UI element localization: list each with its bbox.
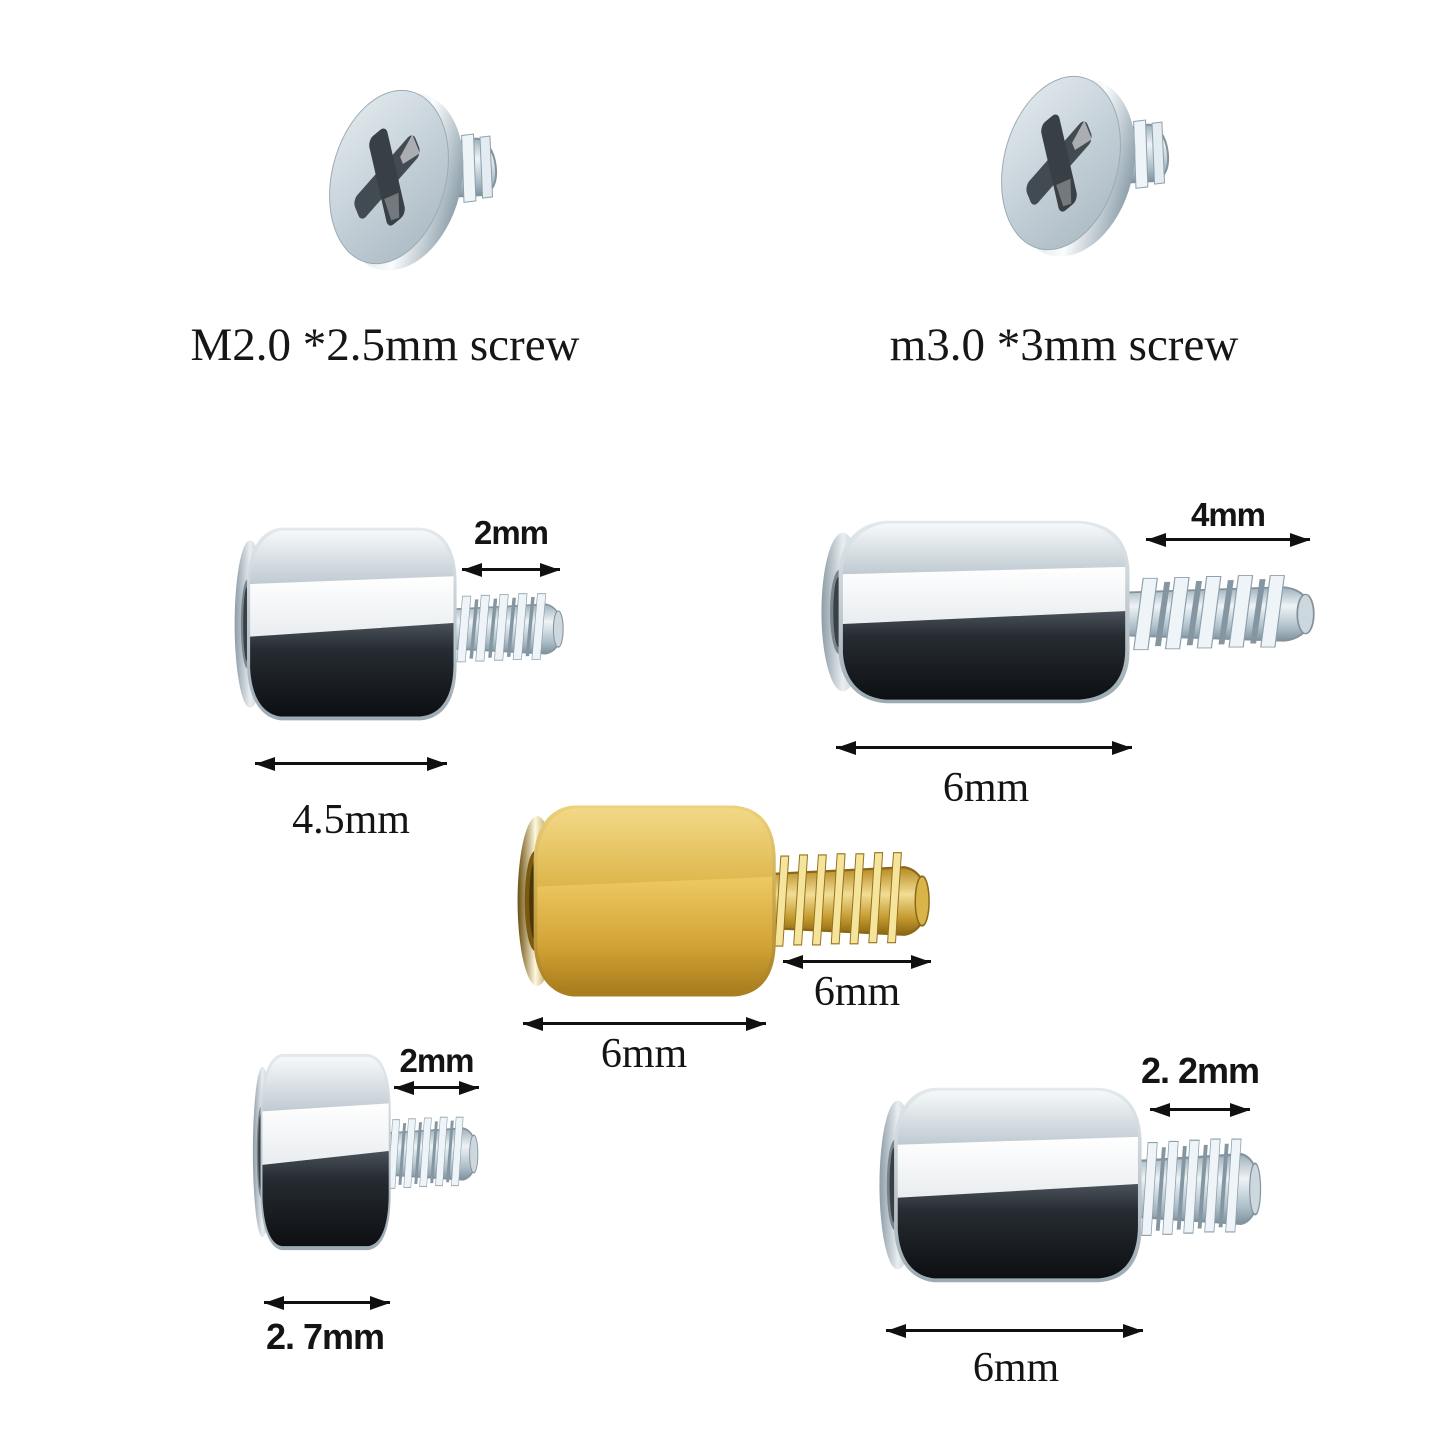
standoff-brass-thread-arrow — [783, 954, 931, 969]
standoff-top-right-body-arrow — [836, 740, 1132, 755]
standoff-top-left-thread-photo — [450, 592, 564, 663]
standoff-top-left-thread-arrow — [462, 562, 560, 577]
standoff-top-right-thread-label: 4mm — [1190, 496, 1266, 533]
standoff-bottom-right-thread-arrow — [1150, 1102, 1250, 1117]
standoff-top-right-thread-arrow — [1146, 532, 1310, 547]
standoff-top-left-body-label: 4.5mm — [292, 797, 410, 843]
m3-screw-label: m3.0 *3mm screw — [889, 319, 1239, 371]
standoff-bottom-right-body-label: 6mm — [972, 1345, 1060, 1391]
standoff-brass-body-photo — [517, 805, 776, 997]
standoff-top-right-body-label: 6mm — [942, 765, 1030, 811]
standoff-top-left-body-arrow — [255, 756, 447, 771]
m3-screw-photo — [990, 66, 1173, 262]
standoff-bottom-right-thread-label: 2. 2mm — [1140, 1050, 1260, 1091]
standoff-bottom-left-body-label: 2. 7mm — [265, 1316, 385, 1357]
standoff-brass-thread-photo — [768, 851, 931, 948]
standoff-top-right-body-photo — [821, 520, 1130, 704]
standoff-top-left-thread-label: 2mm — [473, 514, 549, 551]
standoff-bottom-left-body-photo — [252, 1053, 391, 1251]
standoff-bottom-left-thread-label: 2mm — [399, 1042, 474, 1079]
m2-screw-photo — [318, 80, 501, 276]
m2-screw-label: M2.0 *2.5mm screw — [190, 319, 580, 371]
standoff-top-right-thread-photo — [1123, 574, 1315, 651]
standoff-bottom-left-thread-photo — [382, 1116, 479, 1190]
standoff-top-left-body-photo — [234, 527, 457, 721]
standoff-bottom-right-thread-photo — [1134, 1137, 1262, 1237]
standoff-brass-body-arrow — [523, 1016, 766, 1031]
standoff-bottom-right-body-arrow — [886, 1323, 1143, 1338]
standoff-bottom-left-body-arrow — [264, 1295, 390, 1310]
standoff-bottom-left-thread-arrow — [394, 1080, 479, 1095]
standoff-brass-thread-label: 6mm — [813, 969, 901, 1015]
standoff-brass-body-label: 6mm — [600, 1031, 688, 1077]
standoff-bottom-right-body-photo — [879, 1087, 1142, 1283]
